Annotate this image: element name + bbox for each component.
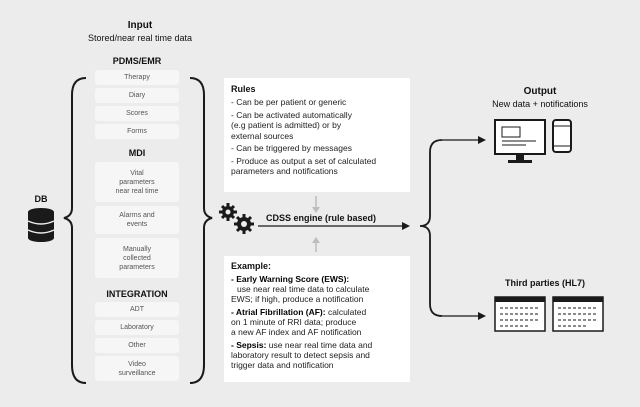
- input-subtitle: Stored/near real time data: [87, 33, 193, 43]
- rules-arrowhead: [312, 207, 320, 213]
- integration-item: ADT: [95, 302, 179, 317]
- example-title: Example:: [231, 261, 272, 271]
- example-item-name: - Sepsis:: [231, 340, 267, 350]
- example-arrowhead: [312, 237, 320, 243]
- output-arrowhead-top: [478, 136, 486, 144]
- mdi-item: Vital parameters near real time: [95, 162, 179, 202]
- integration-item: Laboratory: [95, 320, 179, 335]
- input-title: Input: [127, 20, 153, 31]
- rules-item: - Can be activated automatically (e.g pa…: [231, 109, 352, 141]
- example-item: - Sepsis: use near real time data and la…: [231, 340, 403, 370]
- db-label: DB: [34, 194, 48, 204]
- rules-panel: Rules - Can be per patient or generic - …: [224, 78, 410, 192]
- rules-item: - Can be triggered by messages: [231, 143, 352, 153]
- example-item-text: use near real time data and laboratory r…: [231, 340, 373, 370]
- rules-title: Rules: [231, 84, 256, 94]
- third-parties-title: Third parties (HL7): [504, 278, 585, 288]
- pdms-item: Diary: [95, 88, 179, 103]
- left-brace: [63, 77, 87, 384]
- pdms-item: Scores: [95, 106, 179, 121]
- mdi-item: Manually collected parameters: [95, 238, 179, 278]
- right-brace: [189, 77, 213, 384]
- pdms-item: Forms: [95, 124, 179, 139]
- example-item: - Early Warning Score (EWS):use near rea…: [231, 274, 403, 304]
- output-title: Output: [523, 86, 557, 97]
- engine-arrowhead: [402, 222, 410, 230]
- example-panel: Example: - Early Warning Score (EWS):use…: [224, 256, 410, 382]
- engine-label: CDSS engine (rule based): [266, 213, 377, 223]
- integration-title: INTEGRATION: [106, 289, 168, 299]
- example-item-name: - Early Warning Score (EWS):: [231, 274, 350, 284]
- integration-item: Other: [95, 338, 179, 353]
- mdi-item: Alarms and events: [95, 206, 179, 234]
- example-item-text: calculated on 1 minute of RRI data; prod…: [231, 307, 367, 337]
- rules-item: - Produce as output a set of calculated …: [231, 155, 377, 177]
- example-item: - Atrial Fibrillation (AF): calculated o…: [231, 307, 403, 337]
- output-bracket: [419, 139, 443, 317]
- output-arrowhead-bottom: [478, 312, 486, 320]
- example-item-name: - Atrial Fibrillation (AF):: [231, 307, 326, 317]
- pdms-item: Therapy: [95, 70, 179, 85]
- rules-item: - Can be per patient or generic: [231, 97, 347, 107]
- integration-item: Video surveillance: [95, 356, 179, 381]
- example-item-text: use near real time data to calculate EWS…: [231, 284, 370, 304]
- pdms-title: PDMS/EMR: [112, 56, 162, 66]
- mdi-title: MDI: [128, 148, 146, 158]
- output-subtitle: New data + notifications: [492, 99, 588, 109]
